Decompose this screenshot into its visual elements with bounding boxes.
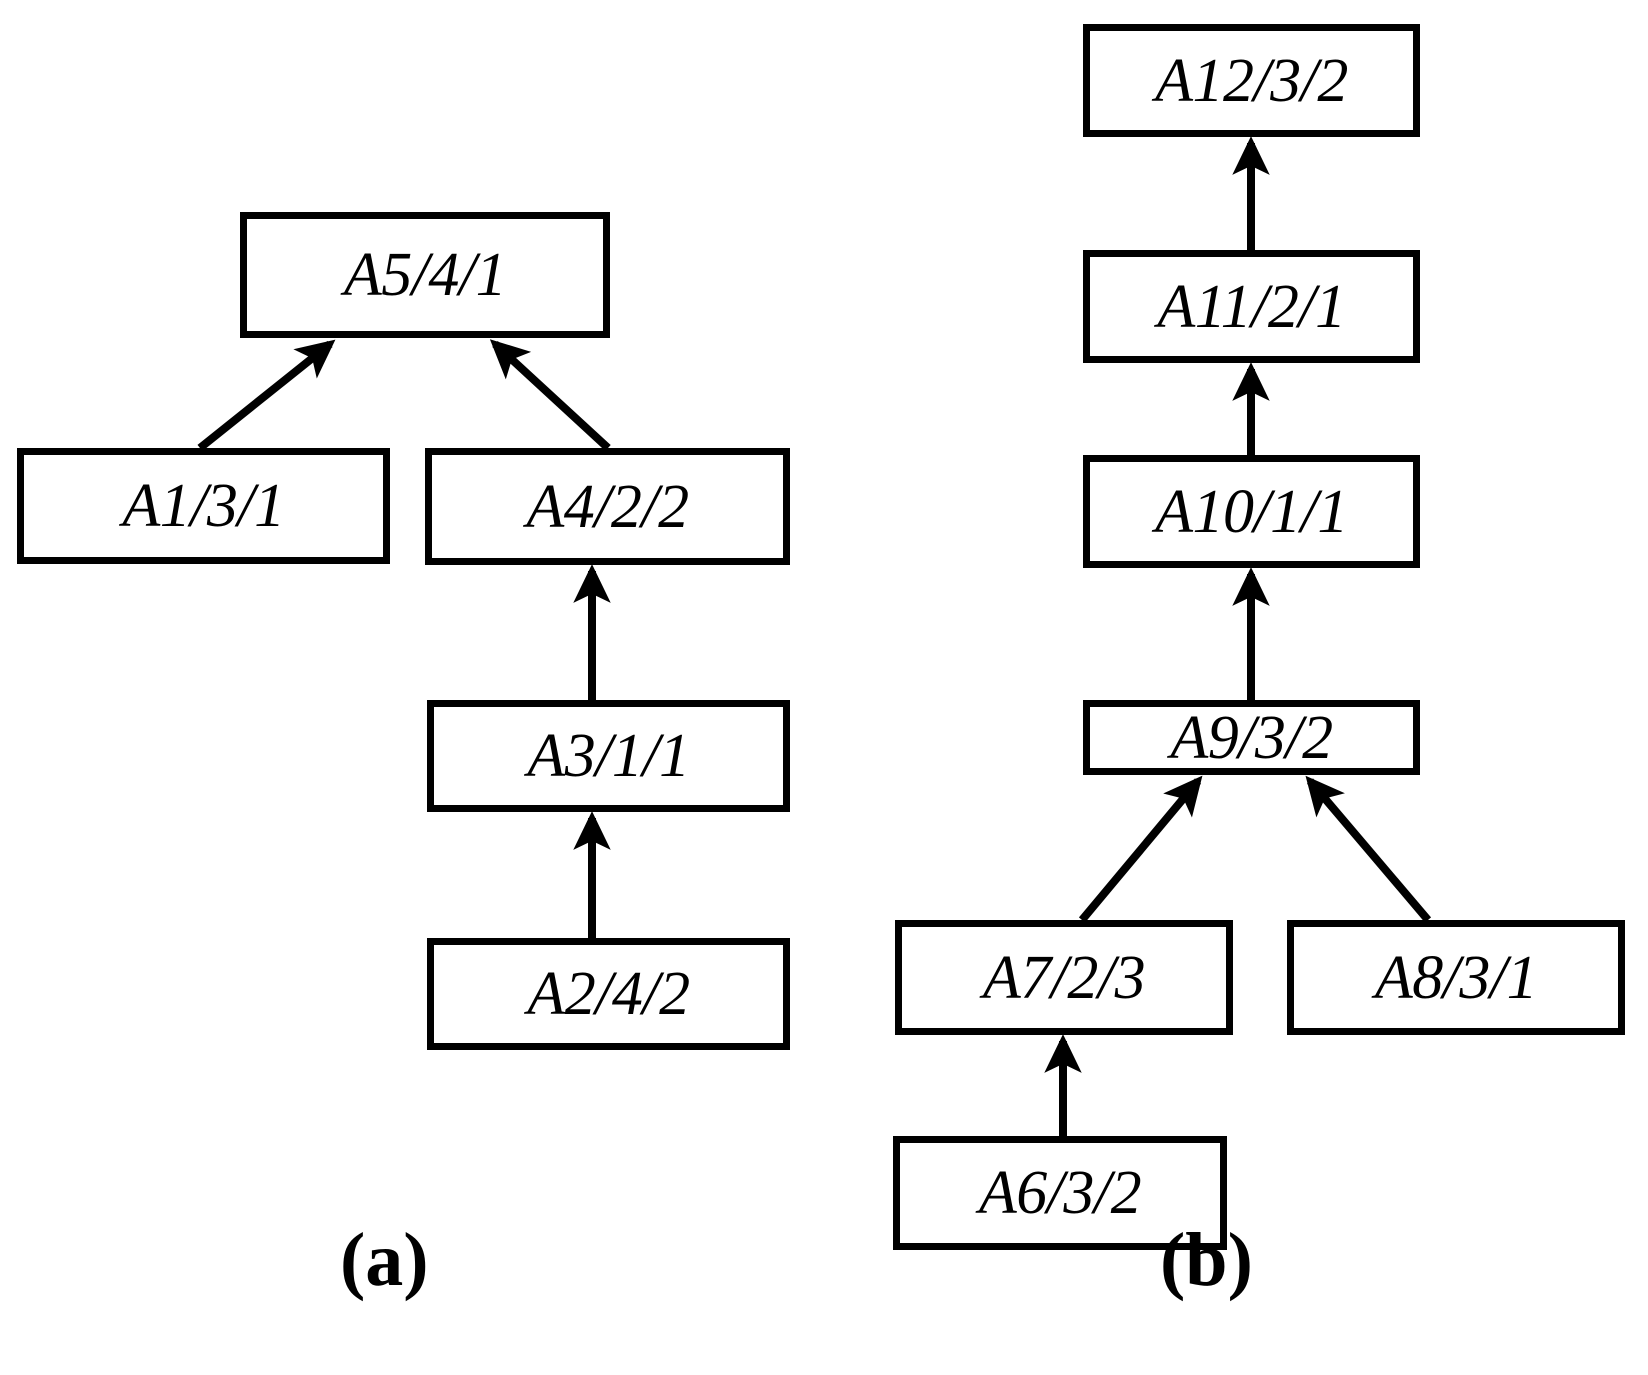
node-a8[interactable]: A8/3/1 bbox=[1287, 920, 1625, 1035]
node-label: A11/2/1 bbox=[1157, 272, 1346, 341]
node-label: A8/3/1 bbox=[1374, 943, 1538, 1012]
node-label: A7/2/3 bbox=[982, 943, 1146, 1012]
node-label: A4/2/2 bbox=[526, 472, 689, 541]
node-label: A9/3/2 bbox=[1170, 703, 1333, 772]
node-a3[interactable]: A3/1/1 bbox=[427, 700, 790, 812]
node-label: A6/3/2 bbox=[978, 1159, 1142, 1227]
node-a9[interactable]: A9/3/2 bbox=[1083, 700, 1420, 775]
panel-a-caption: (a) bbox=[340, 1218, 429, 1302]
node-label: A1/3/1 bbox=[122, 472, 285, 540]
node-a7[interactable]: A7/2/3 bbox=[895, 920, 1233, 1035]
node-a1[interactable]: A1/3/1 bbox=[17, 448, 390, 564]
node-a12[interactable]: A12/3/2 bbox=[1083, 24, 1420, 137]
node-a10[interactable]: A10/1/1 bbox=[1083, 455, 1420, 568]
node-a5[interactable]: A5/4/1 bbox=[240, 212, 610, 338]
node-label: A12/3/2 bbox=[1155, 46, 1348, 115]
edge-a8-to-a9 bbox=[1305, 775, 1432, 923]
node-label: A10/1/1 bbox=[1155, 477, 1348, 546]
edge-a1-to-a5 bbox=[197, 339, 336, 452]
edge-a7-to-a9 bbox=[1078, 775, 1203, 923]
panel-b-caption: (b) bbox=[1160, 1218, 1253, 1302]
node-label: A3/1/1 bbox=[527, 722, 690, 790]
node-label: A2/4/2 bbox=[527, 960, 690, 1028]
node-label: A5/4/1 bbox=[343, 241, 507, 309]
edge-a4-to-a5 bbox=[489, 339, 611, 451]
node-a2[interactable]: A2/4/2 bbox=[427, 938, 790, 1050]
node-a11[interactable]: A11/2/1 bbox=[1083, 250, 1420, 363]
node-a6[interactable]: A6/3/2 bbox=[893, 1136, 1227, 1250]
node-a4[interactable]: A4/2/2 bbox=[425, 448, 790, 565]
